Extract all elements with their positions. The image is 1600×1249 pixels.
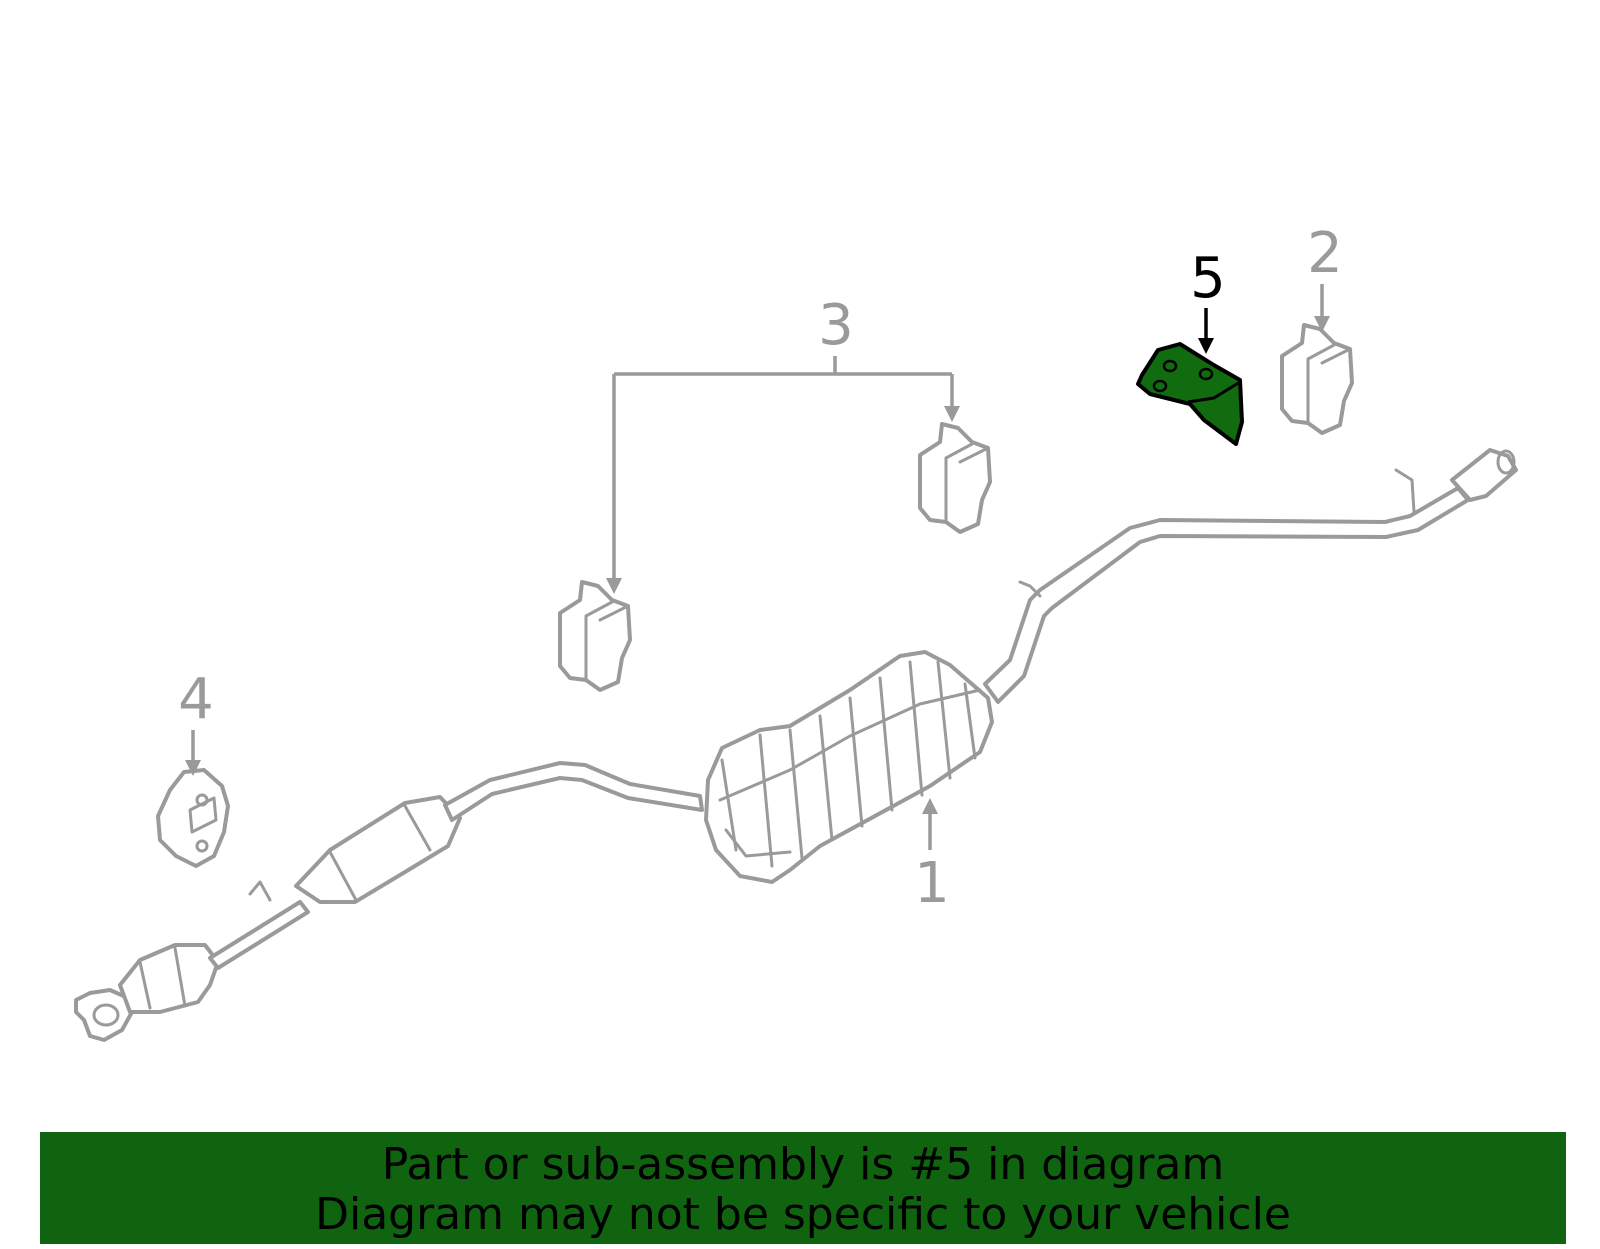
arrow-4 — [185, 760, 201, 776]
muffler-rib — [720, 660, 977, 868]
muffler-body — [704, 650, 994, 884]
converter-band — [328, 804, 432, 902]
leader-3 — [612, 356, 954, 580]
callout-5: 5 — [1190, 246, 1226, 311]
rear-hanger-rod-1 — [1018, 580, 1042, 598]
converter-seam — [138, 946, 187, 1010]
muffler-inlet-tube — [724, 828, 792, 858]
bracket-5-fold — [1187, 380, 1241, 404]
arrow-1 — [922, 798, 938, 814]
callout-4: 4 — [178, 667, 214, 732]
hanger-insulator-3b — [918, 422, 992, 534]
front-catalytic-converter — [118, 943, 220, 1014]
arrow-3a — [606, 578, 622, 594]
callout-3: 3 — [818, 293, 854, 358]
tail-pipe-tip — [1450, 448, 1518, 502]
rear-hanger-rod-2 — [1394, 468, 1416, 514]
flange-hole — [92, 1003, 120, 1027]
bracket-5-shape — [1136, 342, 1244, 446]
highlighted-bracket-5 — [1136, 342, 1244, 446]
arrow-3b — [944, 406, 960, 422]
info-banner: Part or sub-assembly is #5 in diagram Di… — [40, 1132, 1566, 1244]
callout-2: 2 — [1307, 221, 1343, 286]
exhaust-pipe-assembly — [74, 448, 1518, 1042]
bracket-5-hole-2 — [1198, 367, 1214, 381]
arrow-2 — [1314, 316, 1330, 332]
tail-pipe-opening — [1496, 449, 1516, 475]
arrow-5 — [1198, 338, 1214, 354]
hanger-insulator-2 — [1280, 323, 1354, 435]
rear-pipe — [983, 486, 1470, 704]
front-pipe — [208, 900, 310, 970]
callout-1: 1 — [914, 851, 950, 916]
front-flange — [74, 988, 134, 1042]
banner-line-1: Part or sub-assembly is #5 in diagram — [381, 1139, 1225, 1190]
leader-lines — [185, 284, 1330, 850]
bracket-5-hole-3 — [1152, 379, 1168, 393]
rubber-mount-4 — [156, 768, 230, 868]
intermediate-pipe — [443, 761, 704, 822]
front-hanger-rod — [248, 880, 272, 902]
hanger-insulator-3a — [558, 580, 632, 692]
muffler-seam — [718, 688, 982, 802]
bracket-5-hole-1 — [1162, 359, 1178, 373]
main-catalytic-converter — [294, 795, 462, 904]
banner-line-2: Diagram may not be specific to your vehi… — [315, 1189, 1291, 1240]
